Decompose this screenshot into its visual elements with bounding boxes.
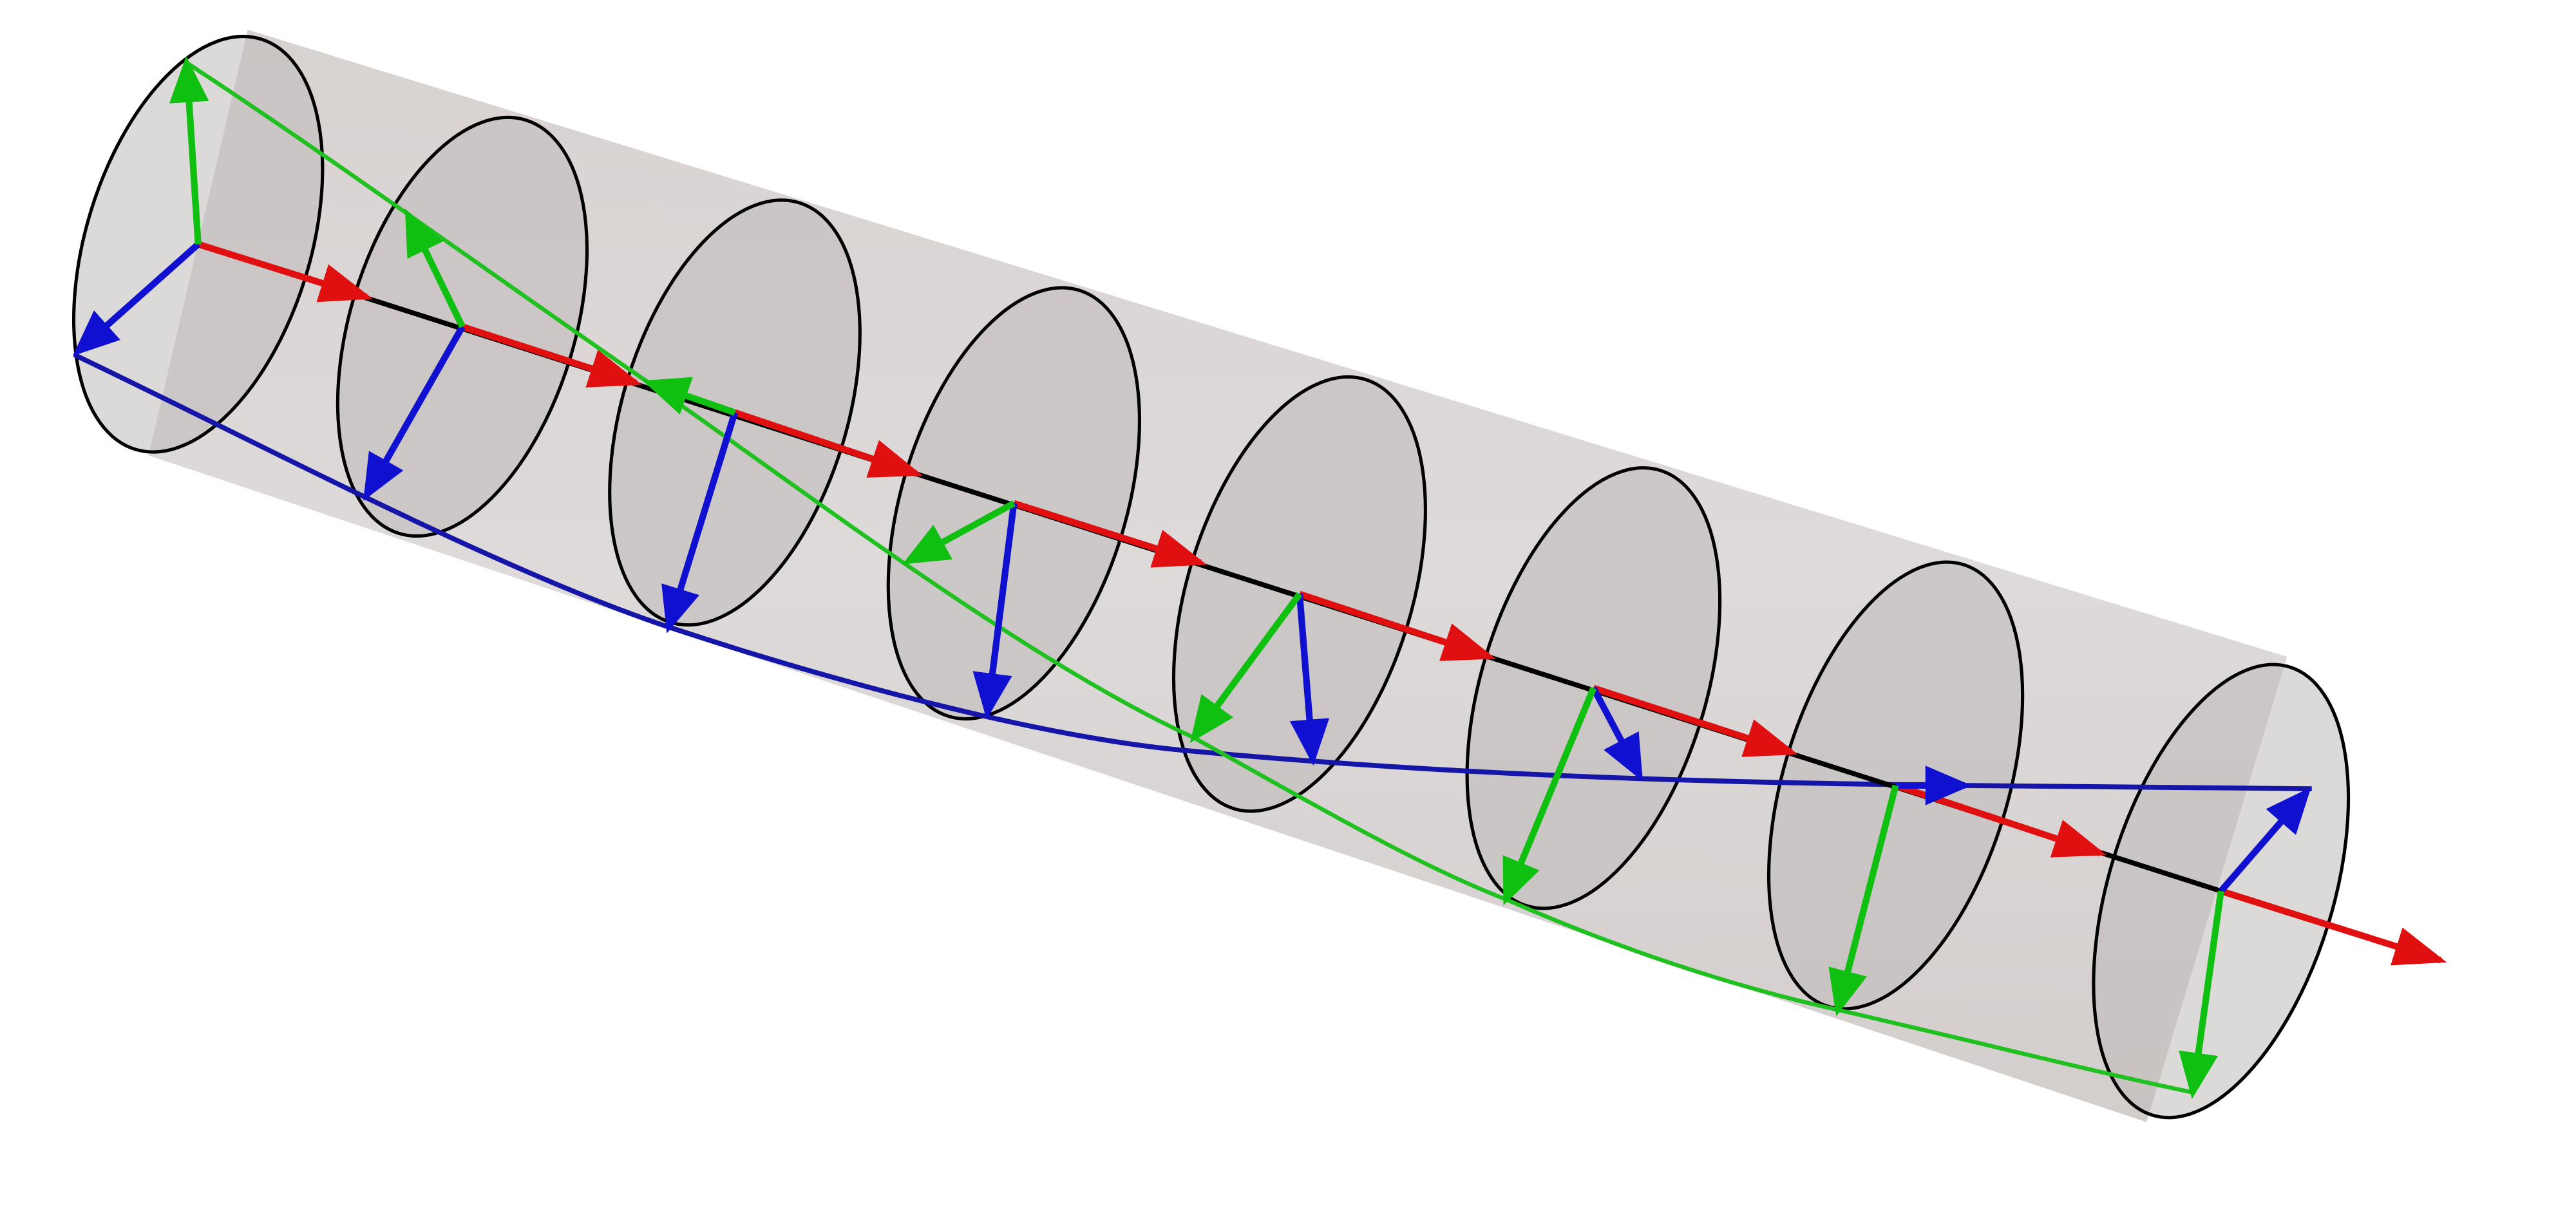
normal-arrow — [1189, 592, 1303, 743]
normal-arrow — [2179, 890, 2224, 1099]
binormal-arrow — [72, 241, 201, 356]
tangent-arrow — [1012, 500, 1207, 568]
normal-arrow — [902, 500, 1016, 565]
tangent-arrow — [1592, 684, 1798, 757]
binormal-arrow — [661, 411, 738, 634]
tangent-arrow — [1298, 590, 1496, 661]
binormal-arrow — [1289, 594, 1330, 766]
normal-arrow — [1502, 686, 1597, 906]
normal-arrow — [169, 56, 209, 245]
binormal-arrow — [972, 503, 1018, 720]
normal-arrow — [643, 377, 736, 416]
normal-arrow — [404, 208, 466, 328]
binormal-arrow — [1590, 686, 1643, 782]
tangent-arrow — [461, 323, 642, 388]
binormal-arrow — [2218, 787, 2311, 894]
tangent-arrow — [2220, 888, 2447, 966]
tangent-arrow — [734, 409, 923, 478]
normal-arrow — [1828, 784, 1899, 1017]
binormal-arrow — [363, 324, 466, 501]
tangent-arrow — [197, 241, 374, 303]
